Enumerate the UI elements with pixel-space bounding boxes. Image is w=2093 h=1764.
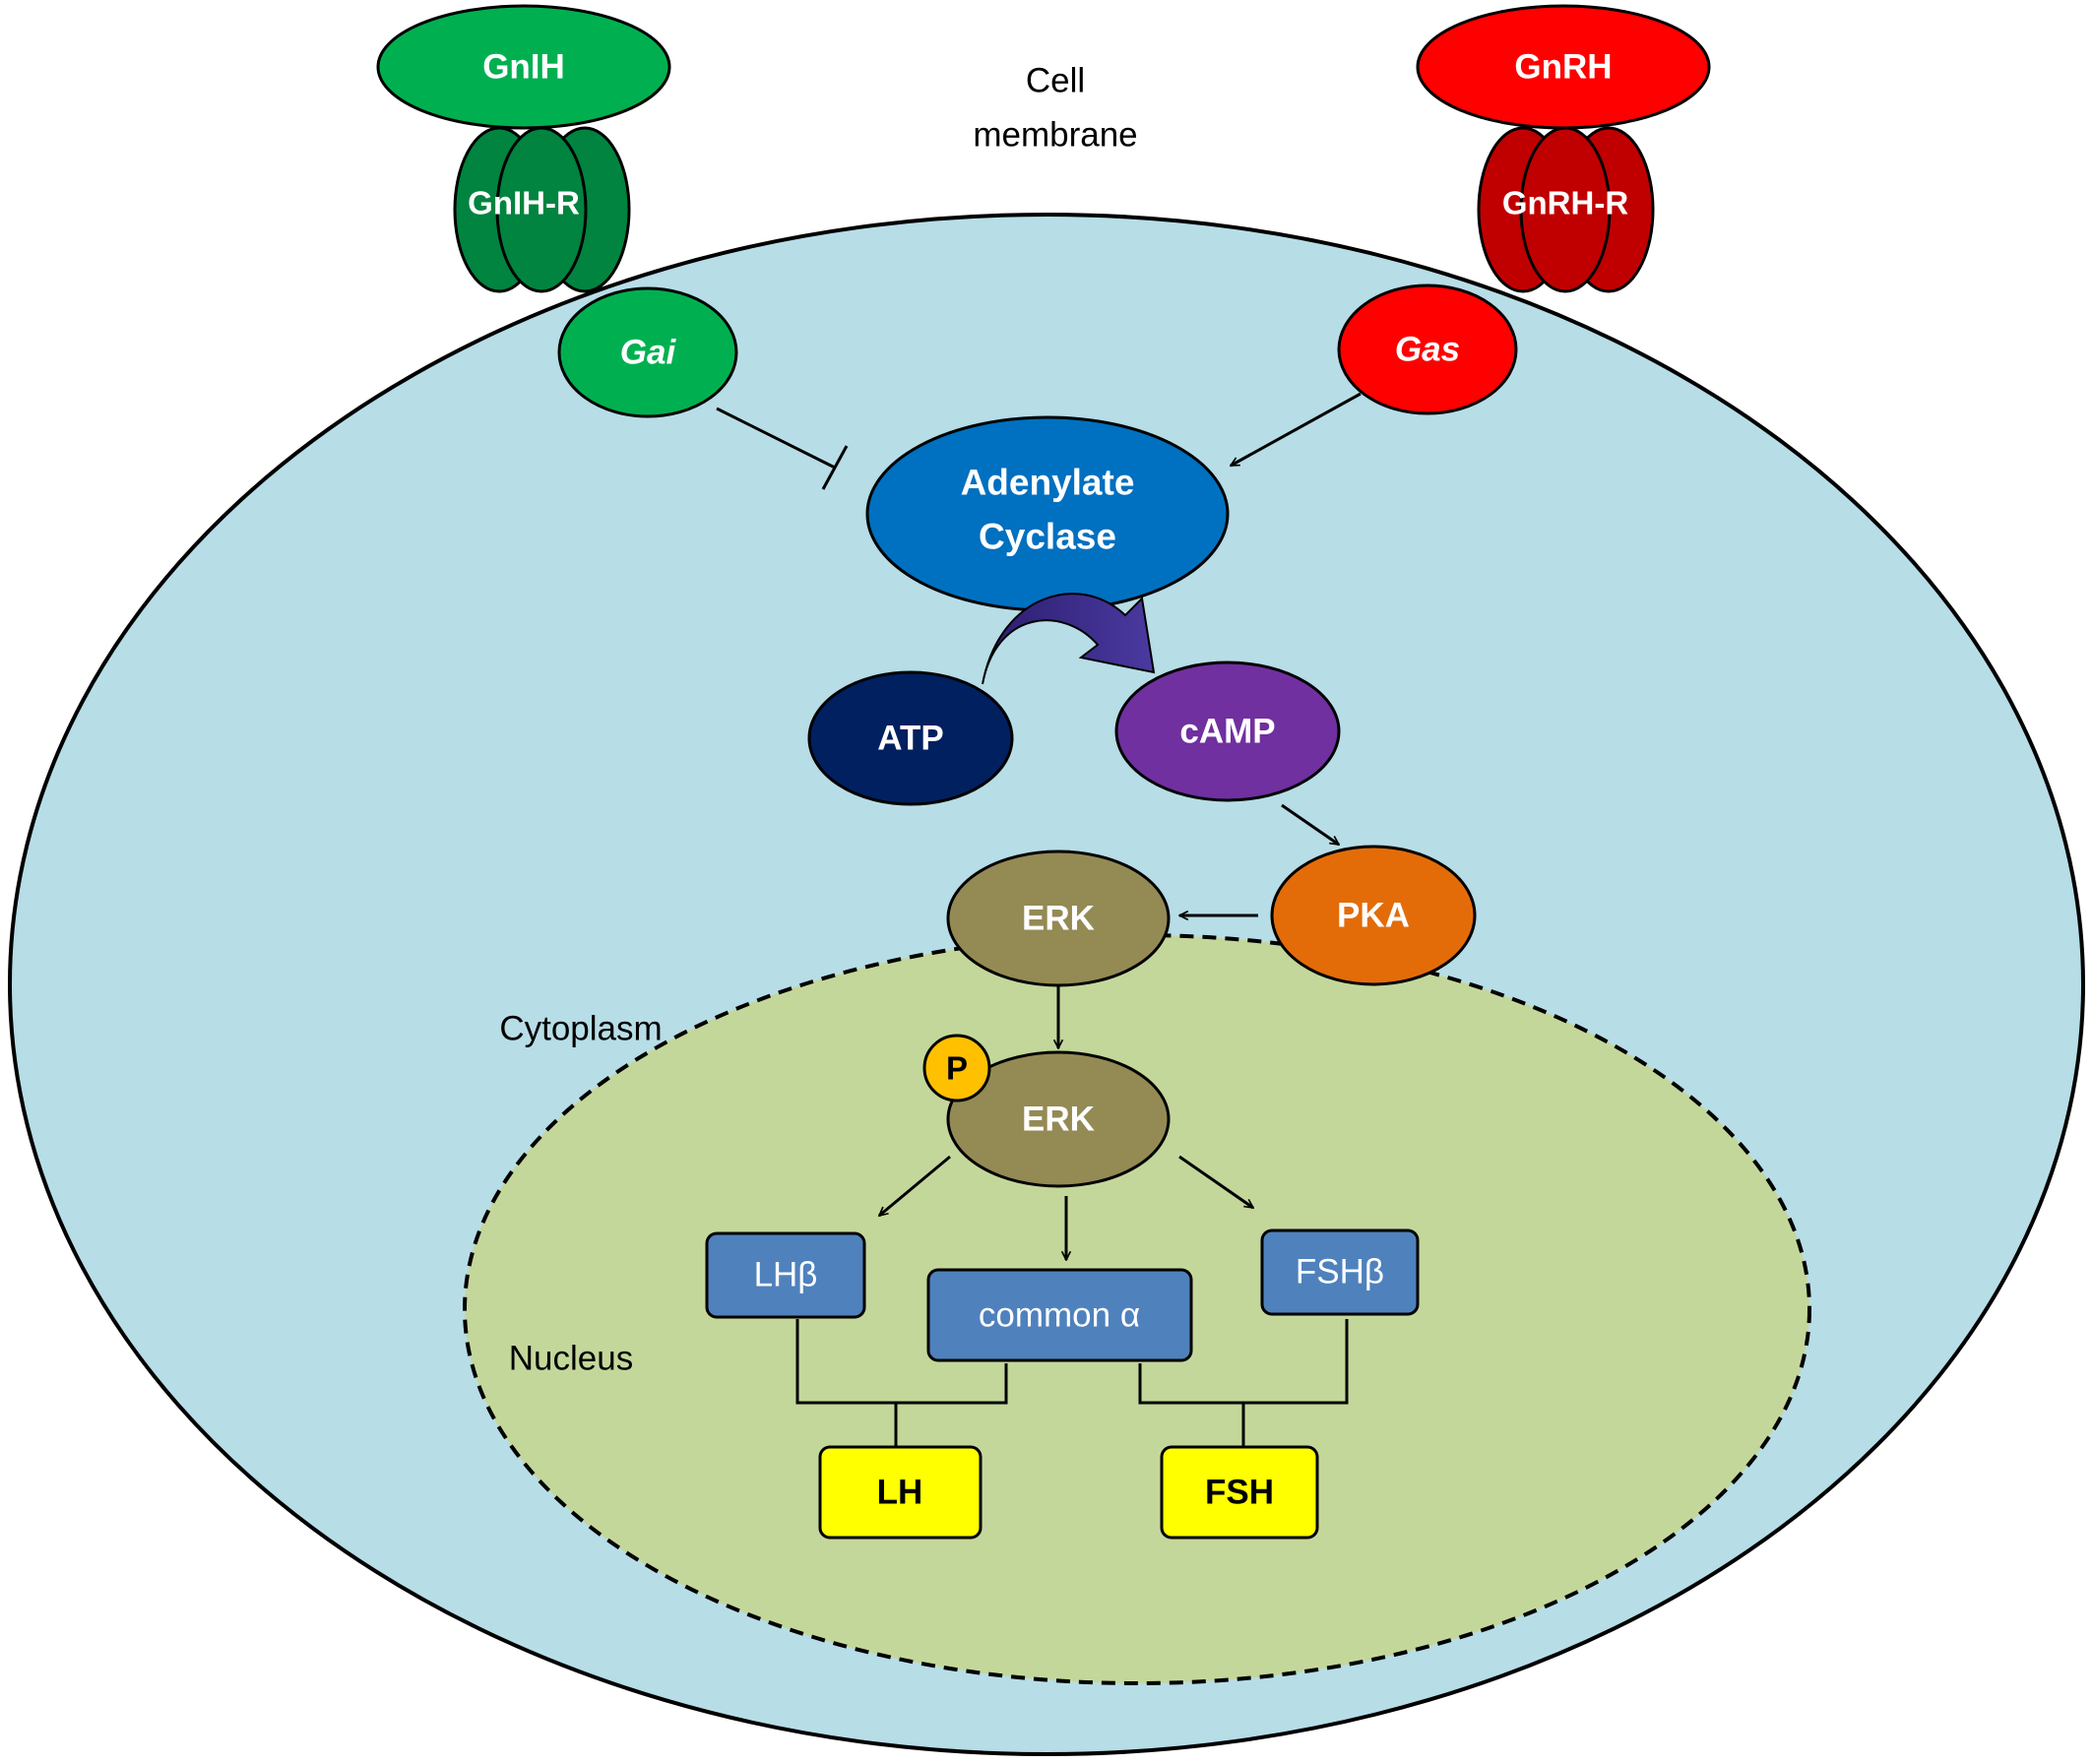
fsh-connector bbox=[1138, 1319, 1349, 1447]
cell-membrane-label-line1: Cell bbox=[1026, 62, 1085, 100]
fsh-box bbox=[1160, 1445, 1319, 1540]
cell-membrane-label-line2: membrane bbox=[973, 116, 1137, 155]
phospho-erk-node bbox=[946, 1050, 1171, 1188]
gnrh-label: GnRH bbox=[1514, 48, 1612, 87]
camp-to-pka-arrow bbox=[1281, 803, 1339, 847]
phosphate-badge bbox=[922, 1034, 991, 1102]
atp-label: ATP bbox=[877, 720, 943, 758]
fshb-box bbox=[1260, 1228, 1420, 1316]
gas-node bbox=[1337, 284, 1518, 415]
gnih-receptor bbox=[453, 126, 631, 293]
cytoplasm-label: Cytoplasm bbox=[499, 1010, 662, 1048]
lh-connector bbox=[795, 1319, 1008, 1447]
lhb-label: LHβ bbox=[754, 1256, 818, 1294]
adenylate-cyclase-label-line1: Adenylate bbox=[961, 463, 1135, 503]
fshb-label: FSHβ bbox=[1296, 1253, 1384, 1292]
lh-label: LH bbox=[877, 1474, 923, 1512]
gnih-label: GnIH bbox=[482, 48, 565, 87]
gnrh-r-label: GnRH-R bbox=[1502, 185, 1628, 221]
perk-to-fshb-arrow bbox=[1178, 1155, 1253, 1210]
pka-label: PKA bbox=[1337, 897, 1410, 935]
gnrh-ligand bbox=[1416, 4, 1711, 130]
lhb-box bbox=[705, 1231, 866, 1319]
gas-label: Gas bbox=[1395, 331, 1460, 369]
erk-node bbox=[946, 850, 1171, 987]
adenylate-cyclase-node bbox=[865, 415, 1230, 612]
atp-to-camp-curved-arrow bbox=[982, 593, 1156, 685]
phosphate-label: P bbox=[946, 1050, 968, 1087]
gas-to-ac-arrow bbox=[1231, 392, 1362, 468]
camp-label: cAMP bbox=[1179, 713, 1275, 751]
gnrh-receptor bbox=[1477, 126, 1655, 293]
common-a-box bbox=[926, 1268, 1193, 1362]
gnih-ligand bbox=[376, 4, 671, 130]
atp-node bbox=[807, 670, 1014, 806]
fsh-label: FSH bbox=[1205, 1474, 1274, 1512]
inhibition-line bbox=[716, 407, 836, 470]
phospho-erk-label: ERK bbox=[1022, 1101, 1095, 1139]
gai-label: Gai bbox=[620, 334, 677, 372]
common-a-label: common α bbox=[979, 1296, 1140, 1335]
gai-node bbox=[557, 286, 738, 418]
nucleus-label: Nucleus bbox=[509, 1340, 633, 1378]
lh-box bbox=[818, 1445, 983, 1540]
gnih-r-label: GnIH-R bbox=[468, 185, 580, 221]
adenylate-cyclase-label-line2: Cyclase bbox=[979, 517, 1116, 557]
perk-to-lhb-arrow bbox=[879, 1155, 951, 1216]
camp-node bbox=[1114, 661, 1341, 802]
inhibition-bar bbox=[821, 445, 849, 490]
pka-node bbox=[1270, 845, 1477, 986]
erk-label: ERK bbox=[1022, 900, 1095, 938]
